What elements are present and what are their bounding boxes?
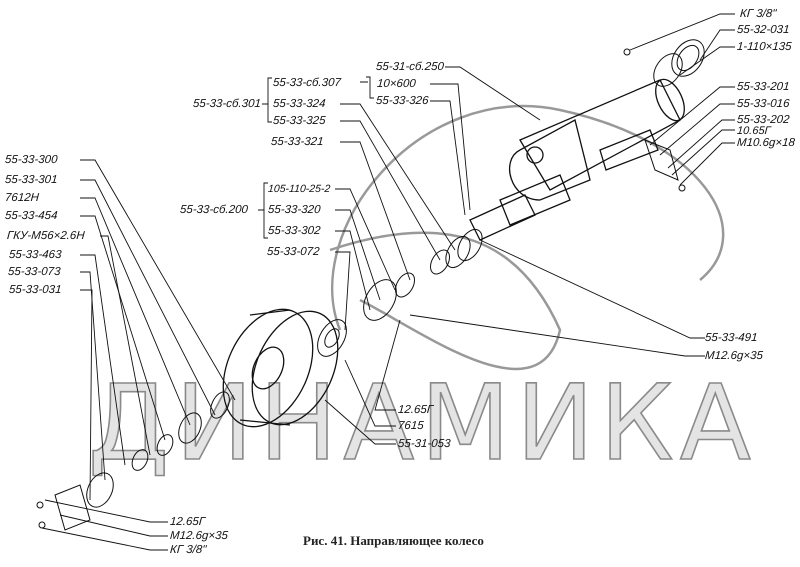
part-label: 55-33-326	[375, 95, 429, 107]
part-label: 7612Н	[4, 192, 40, 204]
part-label: 55-33-454	[4, 210, 58, 222]
part-label: ГКУ-М56×2.6Н	[6, 230, 86, 242]
part-label: 55-33-сб.307	[272, 77, 342, 89]
watermark: ДИНАМИКА 76	[87, 362, 800, 484]
part-label: КГ 3/8"	[169, 544, 207, 556]
plate	[644, 139, 679, 181]
part-label: 55-32-031	[736, 24, 790, 36]
part-label: 55-33-072	[266, 246, 320, 258]
part-label: 55-33-016	[736, 98, 790, 110]
part-label: КГ 3/8"	[739, 8, 777, 20]
figure-caption: Рис. 41. Направляющее колесо	[303, 533, 484, 548]
part-label: 55-33-321	[270, 136, 324, 148]
part-label: 55-33-463	[8, 249, 62, 261]
part-label: 12.65Г	[397, 404, 434, 416]
part-label: 55-33-300	[4, 154, 58, 166]
part-label: 55-33-301	[4, 174, 58, 186]
assembly-label: 55-33-сб.301	[192, 98, 262, 110]
part-label: 55-31-сб.250	[375, 61, 445, 73]
part-label: 1-110×135	[736, 41, 792, 53]
part-label: M12.6g×35	[704, 350, 764, 362]
part-label: 55-33-320	[267, 204, 321, 216]
part-label: 55-33-201	[736, 81, 790, 93]
watermark-swirl	[329, 231, 562, 371]
part-label: M12.6g×35	[169, 530, 229, 542]
part-label: 12.65Г	[169, 516, 206, 528]
seal-ring	[653, 53, 683, 87]
seal-ring	[671, 39, 705, 77]
leader-lines	[41, 13, 735, 551]
part-label: 55-33-324	[272, 98, 326, 110]
part-label: 55-33-073	[7, 266, 61, 278]
part-label: 105-110-25-2	[267, 183, 331, 195]
hub-parts	[36, 391, 230, 531]
part-label: 55-33-325	[272, 115, 326, 127]
guide-wheel	[222, 308, 339, 428]
part-label: 55-33-031	[8, 284, 62, 296]
part-label: M10.6g×18	[736, 137, 796, 149]
part-label: 10×600	[376, 78, 417, 90]
part-label: 55-33-491	[704, 332, 758, 344]
assembly-label: 55-33-сб.200	[179, 204, 249, 216]
part-label: 55-33-302	[267, 225, 321, 237]
axle-part	[469, 78, 685, 241]
part-label: 55-31-053	[397, 438, 451, 450]
part-label: 7615	[397, 420, 425, 432]
watermark-swirl	[330, 104, 725, 331]
plug	[623, 48, 631, 56]
